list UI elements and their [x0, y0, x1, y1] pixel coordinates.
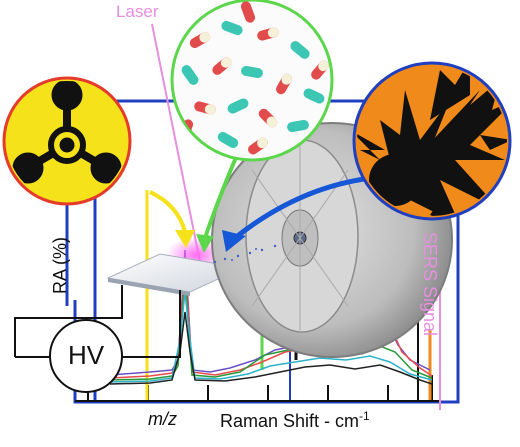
ra-axis-label: RA (%)	[50, 236, 70, 294]
chemical-weapon-hazard-icon	[2, 76, 132, 206]
laser-beam	[151, 23, 201, 263]
hv-label: HV	[67, 340, 105, 370]
sers-signal-label: SERS Signal	[420, 232, 440, 337]
raman-shift-axis-label: Raman Shift - cm-1	[220, 409, 370, 432]
mz-axis-label: m/z	[148, 409, 177, 429]
drugs-pills-icon	[170, 0, 334, 162]
laser-label: Laser	[116, 2, 159, 21]
explosive-blast-icon	[352, 61, 512, 221]
raman-axis-text: Raman Shift - cm	[220, 411, 360, 431]
raman-axis-superscript: -1	[359, 409, 370, 423]
ion-spray	[213, 244, 277, 264]
sers-substrate	[106, 237, 244, 296]
hv-circuit	[14, 285, 181, 393]
